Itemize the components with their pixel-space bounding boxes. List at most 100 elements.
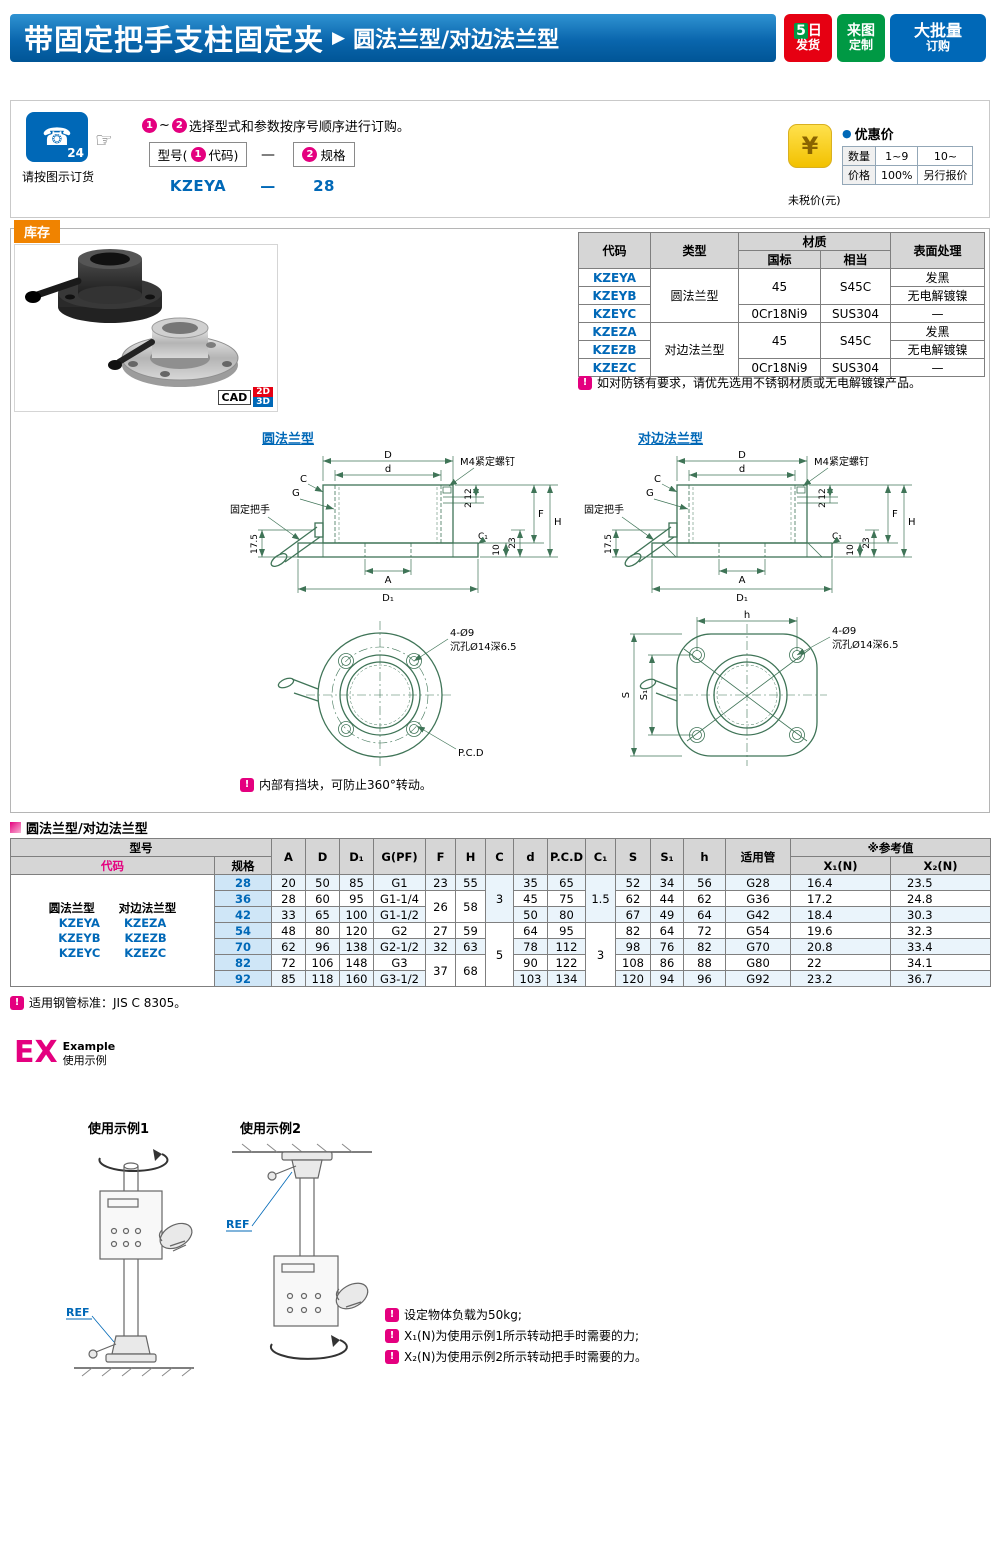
order-instruction-text: 选择型式和参数按序号顺序进行订购。: [188, 120, 410, 135]
table-row: KZEZC 0Cr18Ni9 SUS304 —: [578, 358, 986, 377]
pipe-standard-note: ! 适用钢管标准：JIS C 8305。: [10, 994, 186, 1011]
cad-2d-chip[interactable]: 2D: [253, 387, 273, 397]
box-holes: [110, 1227, 142, 1248]
discount-price-title: ● 优惠价: [842, 127, 894, 143]
col-type: 类型: [650, 232, 739, 269]
dim-12: 12: [464, 488, 474, 499]
cad-label[interactable]: CAD: [217, 389, 252, 405]
ref-link[interactable]: REF: [66, 1306, 90, 1319]
code-link[interactable]: KZEZB: [124, 930, 167, 945]
ref-link[interactable]: REF: [226, 1218, 250, 1231]
dim-10: 10: [492, 544, 502, 556]
code-link[interactable]: KZEZA: [123, 915, 167, 930]
note-icon: !: [10, 995, 24, 1010]
qty-label: 数量: [842, 146, 876, 166]
code-kzeyc[interactable]: KZEYC: [578, 304, 651, 323]
spec-table: 型号 A D D₁ G(PF) F H C d P.C.D C₁ S S₁ h …: [10, 838, 991, 987]
price-tier-2: 另行报价: [917, 165, 974, 185]
dim-C1: C₁: [478, 532, 488, 542]
label-holes: 4-Ø9: [832, 625, 856, 637]
box-holes: [286, 1292, 322, 1314]
table-row: KZEZA 对边法兰型 45 S45C 发黑: [578, 322, 986, 377]
spec-box: 2 规格: [293, 142, 355, 167]
price-label: 价格: [842, 165, 876, 185]
note-x2: ! X₂(N)为使用示例2所示转动把手时需要的力。: [385, 1348, 647, 1365]
code-link[interactable]: KZEYA: [58, 915, 100, 930]
drawing-title-opposite: 对边法兰型: [638, 432, 704, 447]
type-opposite-flange: 对边法兰型: [650, 322, 739, 377]
step-2-icon: 2: [171, 118, 187, 133]
example-1-label: 使用示例1: [88, 1122, 150, 1137]
example-header: EX Example 使用示例: [14, 1035, 116, 1070]
yen-icon: ¥: [788, 124, 832, 168]
code-kzeyb[interactable]: KZEYB: [578, 286, 651, 305]
col-x2: X₂(N): [890, 856, 991, 875]
clamp-handle: [270, 522, 324, 567]
order-steps: 1 ~ 2 选择型式和参数按序号顺序进行订购。: [142, 116, 410, 135]
dim-h: h: [744, 610, 750, 621]
dim-S: S: [621, 692, 632, 698]
qty-tier-1: 1~9: [874, 146, 919, 166]
materials-section: 代码 类型 材质 表面处理 国标 相当 KZEYA 圆法兰型 45 S45C 发…: [578, 232, 986, 377]
phone-caption: 请按图示订货: [21, 170, 94, 184]
col-equivalent: 相当: [819, 250, 892, 269]
example-2-illustration: REF: [226, 1143, 372, 1360]
tax-note: 未税价(元): [788, 194, 841, 207]
code-kzezc[interactable]: KZEZC: [578, 358, 651, 377]
badge-bulk-order: 大批量 订购: [890, 14, 986, 62]
side-view-round: D d M4紧定螺钉 C G 固定把手: [230, 450, 562, 604]
code-kzeya[interactable]: KZEYA: [578, 268, 651, 287]
table-row: KZEYB 无电解镀镍: [578, 286, 986, 305]
drawing-title-round: 圆法兰型: [262, 432, 315, 447]
bullet-icon: ●: [842, 127, 852, 140]
code-kzeza[interactable]: KZEZA: [578, 322, 651, 341]
page-title: 带固定把手支柱固定夹: [24, 23, 325, 57]
col-model: 型号: [10, 838, 272, 857]
phone-glyph: ☎: [42, 123, 72, 151]
example-2-label: 使用示例2: [240, 1122, 302, 1137]
dim-17-5: 17.5: [250, 534, 260, 554]
label-pcd: P.C.D: [458, 748, 484, 759]
code-link[interactable]: KZEZC: [124, 945, 167, 960]
model-code-box: 型号( 1 代码): [148, 142, 248, 167]
order-instruction-panel: [10, 100, 990, 218]
code-kzezb[interactable]: KZEZB: [578, 340, 651, 359]
phone-24-label: 24: [67, 146, 84, 160]
range-separator: ~: [159, 118, 170, 133]
col-material: 材质: [737, 232, 892, 251]
dim-C: C: [300, 474, 307, 485]
rust-note: ! 如对防锈有要求，请优先选用不锈钢材质或无电解镀镍产品。: [578, 374, 921, 391]
note-load: ! 设定物体负载为50kg;: [385, 1306, 647, 1323]
label-fixed-handle: 固定把手: [230, 503, 270, 516]
code-link[interactable]: KZEYB: [58, 930, 101, 945]
spec-step-icon: 2: [302, 147, 318, 162]
pole-clamp: [267, 1151, 333, 1181]
arrow-right-icon: ▶: [332, 28, 346, 48]
cad-download: CAD 2D 3D: [217, 387, 273, 407]
dim-G: G: [292, 488, 300, 499]
dim-F: F: [538, 509, 544, 520]
order-format: 型号( 1 代码) — 2 规格 KZEYA — 28: [142, 142, 366, 195]
dim-S1: S₁: [639, 690, 650, 700]
col-reference: ※参考值: [790, 838, 991, 857]
hand: [335, 1282, 369, 1310]
note-icon: !: [385, 1328, 399, 1343]
product-detail-panel: [10, 228, 990, 813]
label-m4-set-screw: M4紧定螺钉: [460, 455, 515, 468]
label-counterbore: 沉孔Ø14深6.5: [832, 638, 899, 651]
bolt-holes: [689, 647, 805, 743]
dim-A: A: [385, 575, 392, 586]
dim-H: H: [554, 517, 562, 528]
table-row: KZEYC 0Cr18Ni9 SUS304 —: [578, 304, 986, 323]
cad-3d-chip[interactable]: 3D: [253, 397, 273, 407]
code-link[interactable]: KZEYC: [58, 945, 101, 960]
note-icon: !: [240, 777, 254, 792]
phone-order-icon: ☎ 24: [26, 112, 88, 162]
drawing-opposite-flange: 对边法兰型 h: [582, 428, 947, 778]
